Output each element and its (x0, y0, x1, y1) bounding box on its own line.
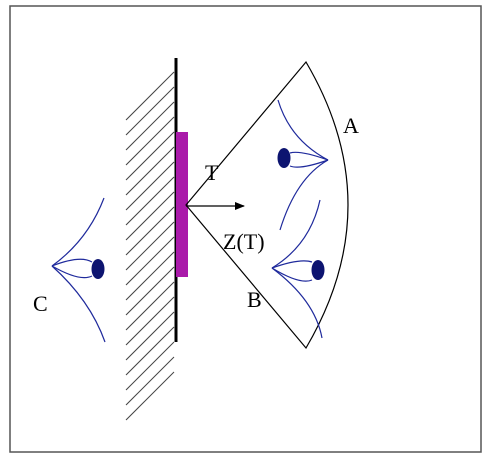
label-a: A (343, 113, 359, 138)
figure-frame (9, 5, 482, 453)
target-patch (176, 132, 188, 277)
hatch-line (125, 191, 175, 241)
label-b: B (247, 287, 262, 312)
hatch-line (125, 176, 175, 226)
hatch-line (125, 206, 175, 256)
label-z: Z(T) (223, 229, 265, 254)
hatch-line (125, 146, 175, 196)
hatch-line (125, 71, 175, 121)
hatch-line (125, 161, 175, 211)
hatch-line (125, 341, 175, 391)
eye-c-icon (51, 197, 106, 343)
hatch-line (125, 356, 175, 406)
label-t: T (205, 160, 219, 185)
eye-a-icon (277, 99, 329, 231)
hatch-line (125, 266, 175, 316)
hatch-line (125, 311, 175, 361)
hatch-line (125, 116, 175, 166)
hatch-line (125, 131, 175, 181)
hatch-line (125, 221, 175, 271)
wall-hatching (125, 71, 175, 421)
hatch-line (125, 281, 175, 331)
hatch-line (125, 371, 175, 421)
hatch-line (125, 101, 175, 151)
hatch-line (125, 296, 175, 346)
fov-sector (185, 60, 349, 350)
hatch-line (125, 326, 175, 376)
eye-b-icon (271, 199, 325, 339)
hatch-line (125, 86, 175, 136)
label-c: C (33, 291, 48, 316)
hatch-line (125, 236, 175, 286)
hatch-line (125, 251, 175, 301)
